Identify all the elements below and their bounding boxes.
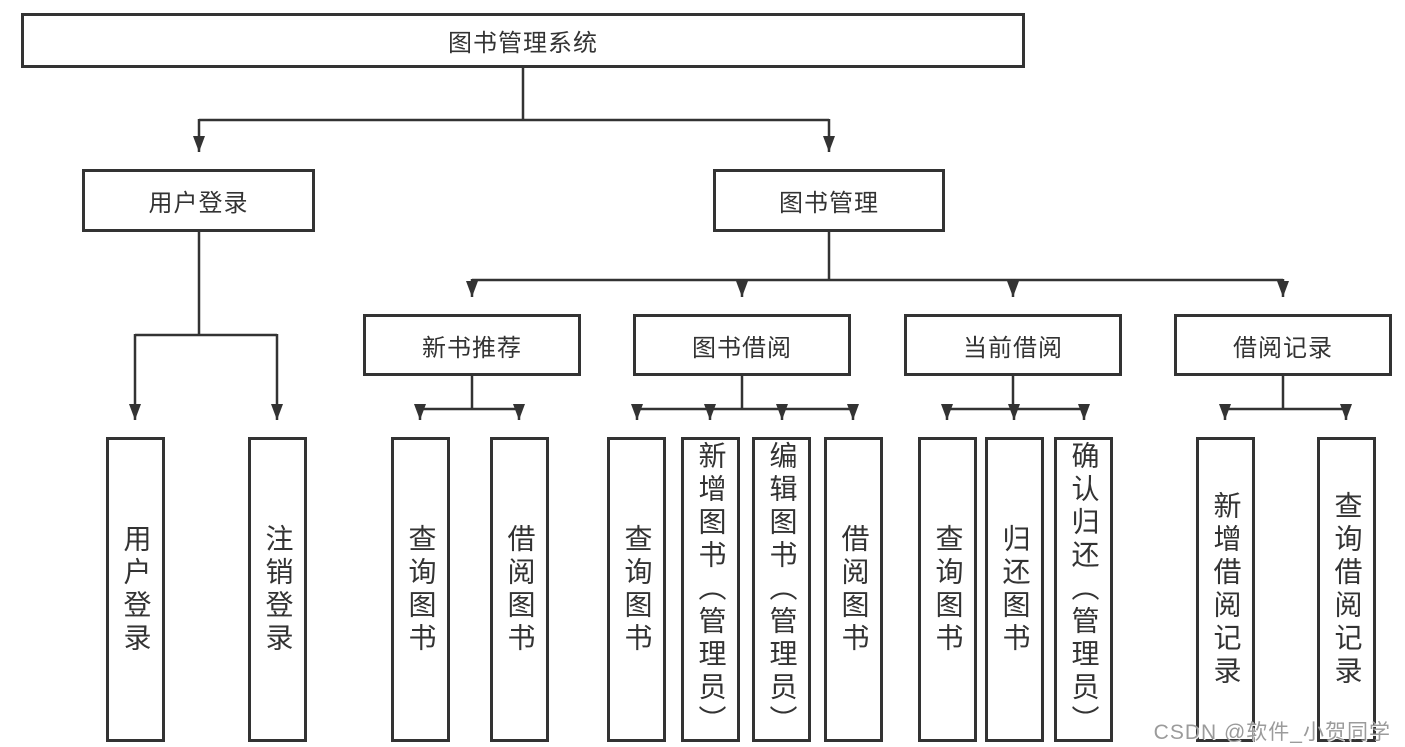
node-label: 编辑图书（管理员） (766, 441, 798, 738)
node-library-management-system: 图书管理系统 (21, 13, 1025, 68)
node-label: 借阅图书 (504, 523, 536, 656)
node-label: 新书推荐 (422, 334, 522, 362)
leaf-query-books-borrowing: 查询图书 (607, 437, 666, 742)
node-user-login: 用户登录 (82, 169, 315, 232)
node-label: 查询借阅记录 (1331, 490, 1363, 689)
node-label: 新增借阅记录 (1210, 490, 1242, 689)
leaf-borrow-books-recommend: 借阅图书 (490, 437, 549, 742)
node-label: 图书借阅 (692, 334, 792, 362)
node-label: 图书管理 (779, 190, 879, 217)
node-label: 查询图书 (932, 523, 964, 656)
node-label: 查询图书 (405, 523, 437, 656)
node-label: 归还图书 (999, 523, 1031, 656)
node-label: 新增图书（管理员） (695, 441, 727, 738)
leaf-add-borrow-record: 新增借阅记录 (1196, 437, 1255, 742)
leaf-borrow-books: 借阅图书 (824, 437, 883, 742)
node-new-book-recommendation: 新书推荐 (363, 314, 581, 376)
csdn-watermark: CSDN @软件_小贺同学 (1153, 721, 1391, 744)
node-label: 用户登录 (120, 523, 152, 656)
node-label: 用户登录 (148, 190, 249, 217)
leaf-query-borrow-record: 查询借阅记录 (1317, 437, 1376, 742)
node-label: 查询图书 (621, 523, 653, 656)
node-label: 借阅记录 (1233, 334, 1333, 362)
node-label: 借阅图书 (838, 523, 870, 656)
node-label: 注销登录 (262, 523, 294, 656)
node-label: 图书管理系统 (448, 30, 598, 57)
leaf-query-books-recommend: 查询图书 (391, 437, 450, 742)
leaf-query-books-current: 查询图书 (918, 437, 977, 742)
node-borrowing-records: 借阅记录 (1174, 314, 1392, 376)
node-label: 确认归还（管理员） (1068, 441, 1100, 738)
leaf-add-books-admin: 新增图书（管理员） (681, 437, 740, 742)
node-book-borrowing: 图书借阅 (633, 314, 851, 376)
leaf-edit-books-admin: 编辑图书（管理员） (752, 437, 811, 742)
leaf-user-login: 用户登录 (106, 437, 165, 742)
node-label: 当前借阅 (963, 334, 1063, 362)
node-book-management: 图书管理 (713, 169, 945, 232)
node-current-borrowing: 当前借阅 (904, 314, 1122, 376)
leaf-logout: 注销登录 (248, 437, 307, 742)
leaf-return-books: 归还图书 (985, 437, 1044, 742)
leaf-confirm-return-admin: 确认归还（管理员） (1054, 437, 1113, 742)
